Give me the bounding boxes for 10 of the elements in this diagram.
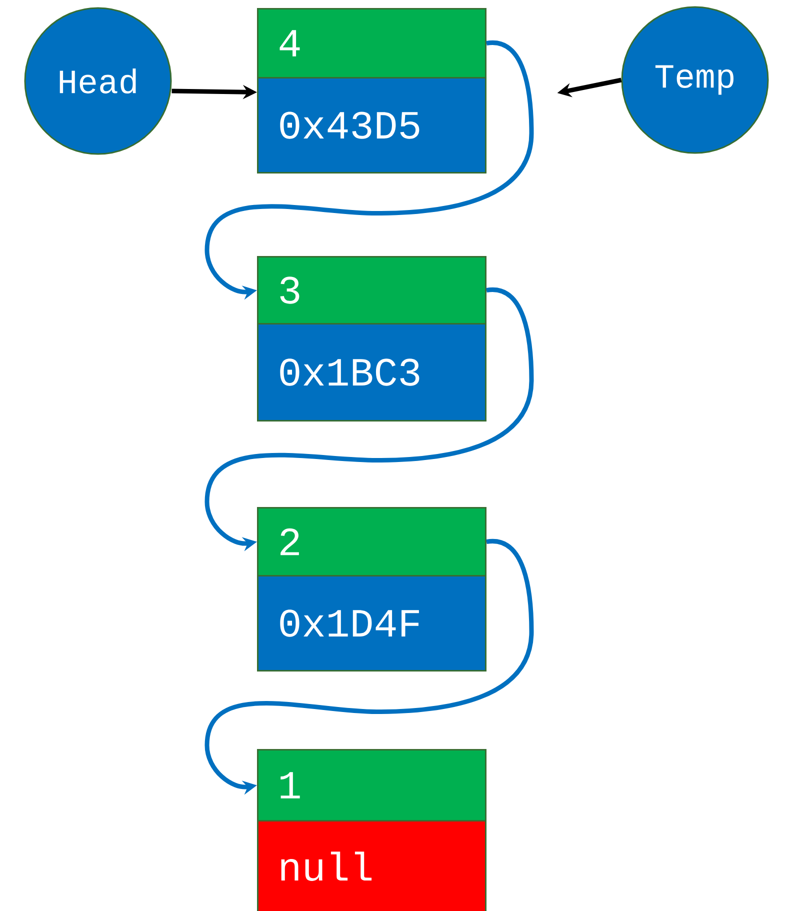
address-box: 0x1BC3: [257, 323, 486, 422]
circle-node: Head: [24, 7, 172, 155]
address-box: 0x1D4F: [257, 575, 486, 672]
address-box: 0x43D5: [257, 77, 486, 174]
value-box: 3: [257, 256, 486, 324]
value-box: 4: [257, 8, 486, 78]
value-box: 1: [257, 749, 486, 822]
address-box: null: [257, 820, 486, 911]
value-box: 2: [257, 507, 486, 576]
circle-node: Temp: [621, 6, 769, 154]
